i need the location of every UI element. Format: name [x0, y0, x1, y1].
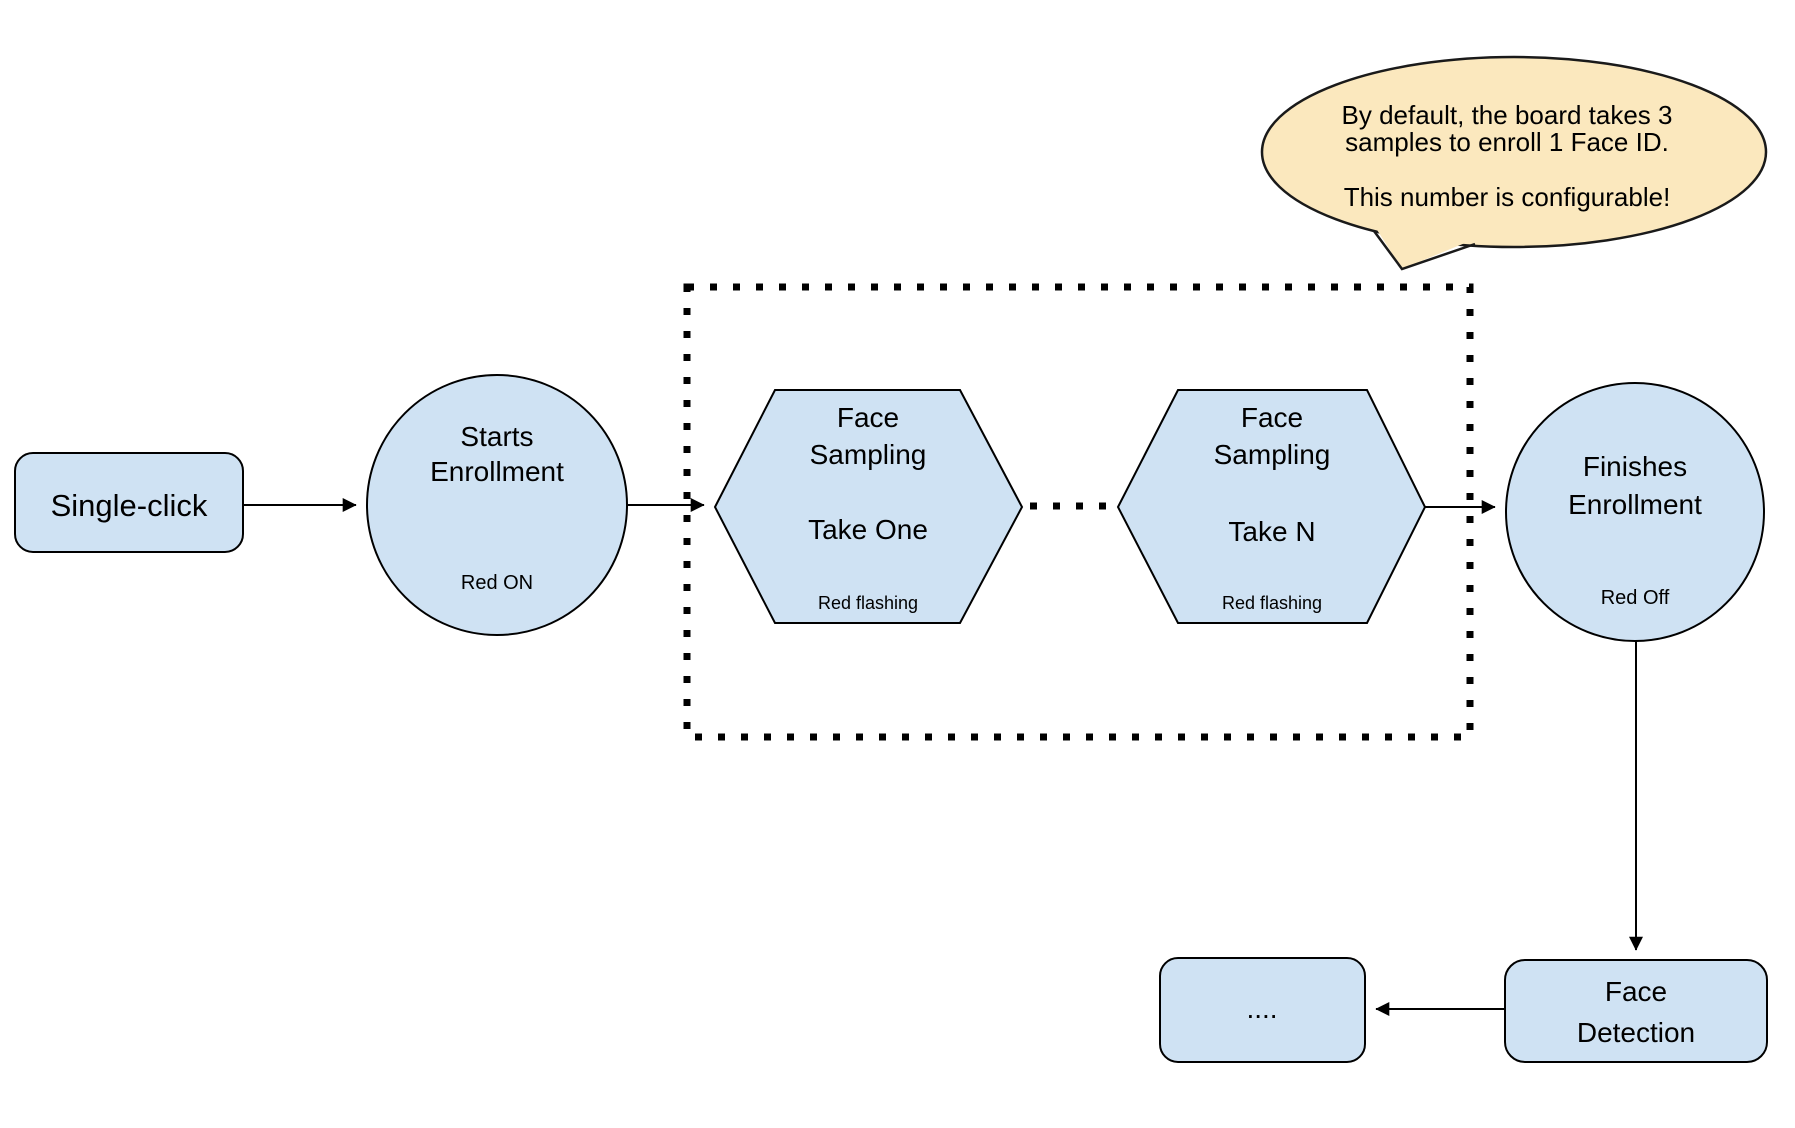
single-click-label: Single-click — [51, 488, 208, 523]
ellipsis-label: .... — [1246, 993, 1277, 1024]
finishes-enrollment-shape — [1505, 382, 1765, 642]
callout-ellipse — [1260, 55, 1768, 249]
starts-enrollment-line1: Starts — [460, 421, 533, 452]
callout-tail-fill — [1372, 222, 1482, 269]
starts-enrollment-status: Red ON — [461, 572, 533, 594]
node-single-click: Single-click — [14, 452, 244, 553]
face-sampling-n-line2: Sampling — [1214, 439, 1331, 470]
face-sampling-one-status: Red flashing — [818, 593, 918, 613]
face-sampling-one-take: Take One — [808, 514, 928, 545]
ellipsis-shape — [1159, 957, 1366, 1063]
face-sampling-n-status: Red flashing — [1222, 593, 1322, 613]
face-detection-line1: Face — [1605, 976, 1667, 1007]
node-face-sampling-one: Face Sampling Take One Red flashing — [713, 389, 1024, 624]
finishes-enrollment-line1: Finishes — [1583, 451, 1687, 482]
face-sampling-one-line2: Sampling — [810, 439, 927, 470]
finishes-enrollment-status: Red Off — [1601, 587, 1670, 609]
face-detection-line2: Detection — [1577, 1017, 1695, 1048]
face-sampling-n-line1: Face — [1241, 402, 1303, 433]
node-finishes-enrollment: Finishes Enrollment Red Off — [1505, 382, 1765, 642]
callout-line2: samples to enroll 1 Face ID. — [1345, 127, 1669, 157]
single-click-shape — [14, 452, 244, 553]
node-ellipsis: .... — [1159, 957, 1366, 1063]
node-face-sampling-n: Face Sampling Take N Red flashing — [1116, 389, 1427, 624]
starts-enrollment-shape — [366, 374, 628, 636]
face-detection-shape — [1504, 959, 1768, 1063]
face-sampling-n-take: Take N — [1228, 516, 1315, 547]
node-starts-enrollment: Starts Enrollment Red ON — [366, 374, 628, 636]
face-sampling-n-shape — [1116, 389, 1427, 624]
sampling-group-dotted-box — [683, 283, 1474, 741]
starts-enrollment-line2: Enrollment — [430, 456, 564, 487]
callout-line3: This number is configurable! — [1344, 182, 1671, 212]
face-sampling-one-line1: Face — [837, 402, 899, 433]
node-face-detection: Face Detection — [1504, 959, 1768, 1063]
finishes-enrollment-line2: Enrollment — [1568, 489, 1702, 520]
callout-line1: By default, the board takes 3 — [1342, 100, 1673, 130]
face-sampling-one-shape — [713, 389, 1024, 624]
callout-bubble: By default, the board takes 3 samples to… — [1260, 55, 1768, 271]
callout-tail-outline — [1372, 230, 1476, 271]
